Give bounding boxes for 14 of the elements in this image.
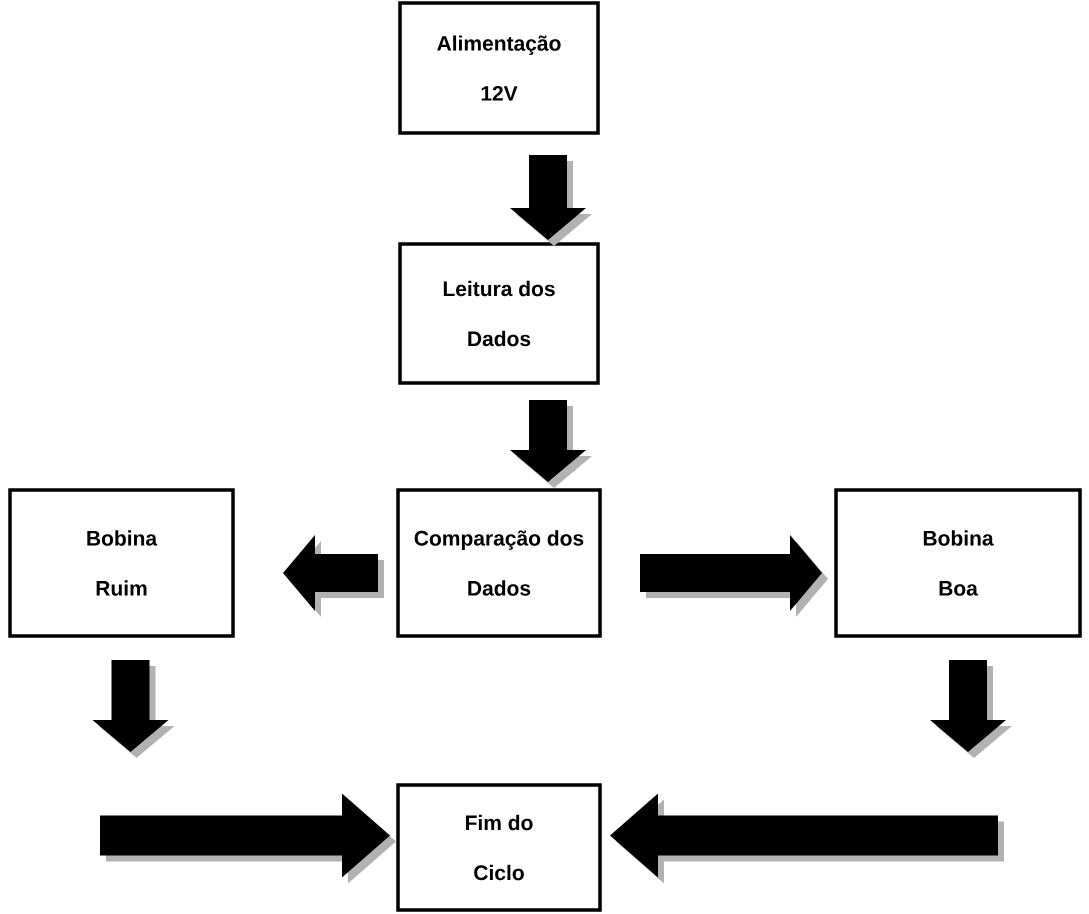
- block-arrow: [510, 155, 592, 246]
- process-box: Fim do Ciclo: [396, 783, 602, 912]
- block-arrow: [610, 793, 1004, 884]
- process-box: Bobina Boa: [834, 488, 1082, 638]
- block-arrow: [930, 660, 1012, 758]
- block-arrow: [100, 793, 396, 884]
- process-box: Bobina Ruim: [8, 488, 235, 638]
- process-box: Alimentação 12V: [398, 1, 600, 135]
- block-arrow: [283, 535, 384, 617]
- process-box: Comparação dos Dados: [396, 488, 602, 638]
- block-arrow: [510, 400, 592, 488]
- block-arrow: [640, 535, 828, 617]
- process-box: Leitura dos Dados: [398, 242, 600, 385]
- block-arrow: [92, 660, 175, 758]
